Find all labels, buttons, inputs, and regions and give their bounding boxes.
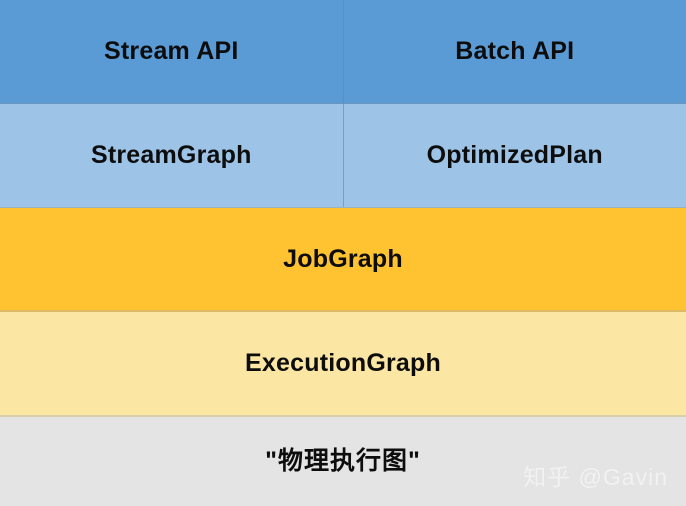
layer-label-executiongraph: ExecutionGraph (245, 349, 441, 377)
cell-physical-execution-graph: "物理执行图" (0, 417, 686, 506)
cell-jobgraph: JobGraph (0, 208, 686, 310)
diagram-row-executiongraph: ExecutionGraph (0, 312, 686, 417)
diagram-row-graph: StreamGraph OptimizedPlan (0, 104, 686, 208)
cell-stream-api: Stream API (0, 0, 344, 103)
cell-executiongraph: ExecutionGraph (0, 312, 686, 415)
layer-label-jobgraph: JobGraph (283, 244, 403, 273)
cell-stream-graph: StreamGraph (0, 104, 344, 207)
cell-batch-api: Batch API (344, 0, 686, 103)
layer-label-optimized-plan: OptimizedPlan (426, 141, 603, 169)
cell-optimized-plan: OptimizedPlan (344, 104, 686, 207)
layer-label-batch-api: Batch API (455, 37, 575, 65)
diagram-row-physical-execution-graph: "物理执行图" (0, 417, 686, 506)
diagram-row-api: Stream API Batch API (0, 0, 686, 104)
layer-label-stream-graph: StreamGraph (90, 141, 252, 169)
diagram-row-jobgraph: JobGraph (0, 208, 686, 312)
layer-label-stream-api: Stream API (104, 37, 239, 65)
watermark-zhihu: 知乎 @Gavin (523, 464, 668, 490)
layer-label-physical-execution-graph: "物理执行图" (265, 447, 421, 475)
